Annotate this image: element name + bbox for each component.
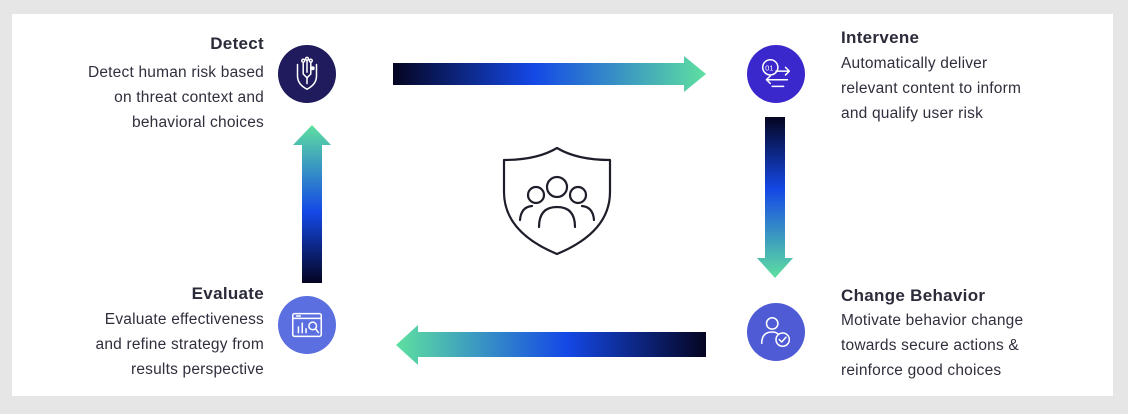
diagram-card: Detect Detect human risk based on threat… <box>12 14 1113 396</box>
evaluate-line: Evaluate effectiveness <box>104 311 264 328</box>
shield-group-icon <box>502 146 612 256</box>
detect-description: Detect human risk based on threat contex… <box>26 60 264 135</box>
dashboard-analytics-icon <box>278 296 336 354</box>
detect-line: behavioral choices <box>132 114 264 131</box>
intervene-title: Intervene <box>841 28 920 47</box>
arrow-detect-to-intervene <box>393 56 706 92</box>
arrow-evaluate-to-detect <box>293 125 331 283</box>
detect-line: Detect human risk based <box>87 64 264 81</box>
detect-line: on threat context and <box>114 89 264 106</box>
arrow-intervene-to-change <box>757 117 793 278</box>
shield-circuit-icon <box>278 45 336 103</box>
evaluate-line: results perspective <box>130 361 264 378</box>
intervene-line: and qualify user risk <box>841 105 984 122</box>
svg-text:01: 01 <box>765 64 773 73</box>
intervene-line: Automatically deliver <box>841 55 988 72</box>
intervene-description: Automatically deliver relevant content t… <box>841 51 1106 126</box>
change-behavior-line: towards secure actions & <box>841 337 1019 354</box>
user-check-icon <box>747 303 805 361</box>
flow-arrows <box>293 56 793 365</box>
change-behavior-title: Change Behavior <box>841 286 986 305</box>
detect-title: Detect <box>210 34 264 53</box>
evaluate-line: and refine strategy from <box>95 336 264 353</box>
data-exchange-icon: 01 <box>747 45 805 103</box>
change-behavior-description: Motivate behavior change towards secure … <box>841 308 1106 383</box>
evaluate-description: Evaluate effectiveness and refine strate… <box>26 307 264 382</box>
evaluate-title: Evaluate <box>191 284 264 303</box>
intervene-line: relevant content to inform <box>841 80 1022 97</box>
change-behavior-line: reinforce good choices <box>841 362 1002 379</box>
change-behavior-line: Motivate behavior change <box>841 312 1024 329</box>
arrow-change-to-evaluate <box>396 325 706 365</box>
